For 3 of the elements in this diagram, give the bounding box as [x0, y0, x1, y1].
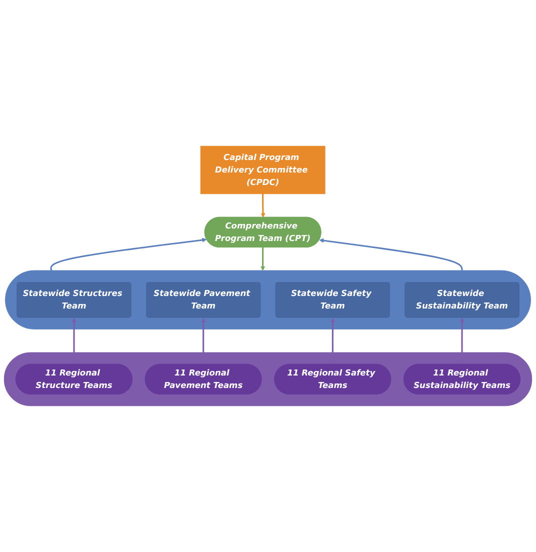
arrow	[260, 247, 266, 271]
node-box	[200, 146, 326, 194]
arrow	[260, 194, 266, 218]
